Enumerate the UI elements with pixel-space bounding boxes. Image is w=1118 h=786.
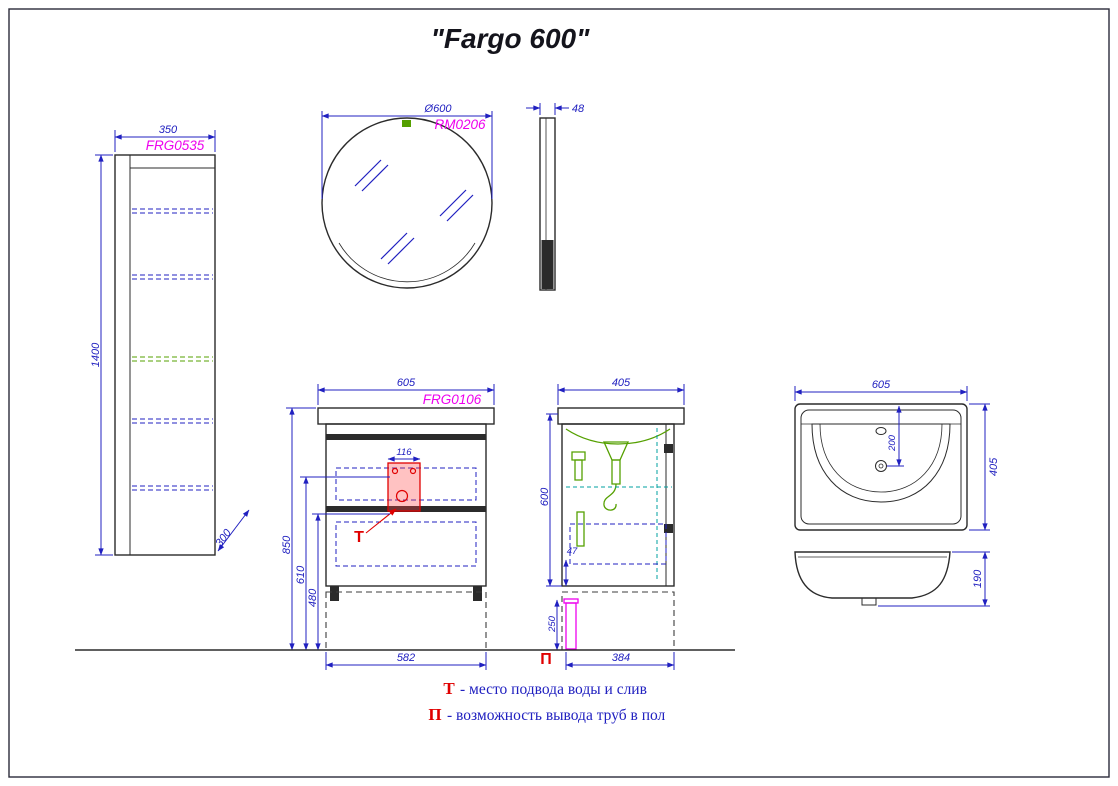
glass-shine-mark (446, 194, 474, 222)
faucet-hole (875, 427, 887, 435)
mirror-outline (321, 117, 493, 289)
mirror-side-view: 48 (526, 103, 585, 291)
mirror-model-label: RM0206 (434, 117, 486, 132)
dim-pipe-height-label: 250 (547, 615, 558, 633)
dim-body-height-label: 600 (539, 487, 551, 506)
mirror-side-backing (541, 240, 554, 289)
leg (473, 586, 482, 601)
supply-valve (574, 459, 583, 481)
vanity-front-view: 116 Т 605 FRG0106 850 610 480 582 (281, 377, 495, 670)
floor-pipe (565, 602, 577, 650)
overflow-hole (875, 460, 887, 472)
glass-shine-mark (387, 237, 415, 265)
dim-width-label: 350 (159, 124, 178, 136)
legend-p-marker: П (428, 705, 441, 724)
sheet-border (8, 8, 1110, 778)
basin-inner-line (819, 423, 943, 493)
dim-width-label: 605 (397, 377, 416, 389)
glass-shine-mark (354, 159, 382, 187)
sink-side-view: 190 (794, 551, 990, 607)
dim-sink-depth-label: 405 (988, 457, 1000, 476)
dim-depth-label: 300 (213, 527, 234, 550)
service-cutout (387, 462, 421, 512)
plinth-clearance (561, 591, 675, 651)
drain-stub (861, 597, 877, 606)
vanity-body (325, 423, 487, 587)
dim-supply-height-label: 610 (295, 565, 307, 584)
siphon-funnel (602, 441, 630, 461)
dim-depth-label: 405 (612, 377, 631, 389)
dim-faucet-offset-label: 200 (887, 434, 898, 452)
drawer-box-hidden (569, 523, 667, 565)
dim-cutout-label: 116 (396, 447, 412, 458)
legend-p-text: - возможность вывода труб в пол (447, 707, 666, 724)
drain-hole (395, 489, 409, 503)
mirror-side-outline (539, 117, 556, 291)
floor-pipe-marker: П (540, 651, 552, 668)
glass-shine-mark (439, 189, 467, 217)
mirror-front-view: Ø600 RM0206 (321, 103, 493, 289)
vanity-side-view: 600 47 250 П 405 384 (539, 377, 685, 670)
page-title: "Fargo 600" (431, 23, 591, 54)
siphon-pipe (611, 459, 621, 485)
dimension-line (217, 509, 250, 552)
supply-riser (576, 511, 585, 547)
sink-top-view: 200 605 405 (794, 379, 1000, 531)
sink-rim (800, 409, 962, 525)
supply-hole (409, 467, 417, 475)
glass-shine-mark (361, 164, 389, 192)
siphon-trap (603, 483, 617, 511)
tall-cabinet-model-label: FRG0535 (146, 138, 205, 153)
countertop-side (557, 407, 685, 425)
legend-t-marker: Т (443, 679, 455, 698)
basin-outline (811, 423, 951, 503)
dim-drain-height-label: 480 (307, 588, 319, 607)
dim-total-height-label: 850 (281, 535, 293, 554)
overflow-hole-center (878, 463, 884, 469)
sink-profile (794, 551, 951, 599)
supply-fitting (571, 451, 586, 461)
hinge (664, 444, 673, 453)
plinth-clearance (325, 591, 487, 651)
dim-thickness-label: 48 (572, 103, 585, 115)
dim-base-depth-label: 384 (612, 652, 630, 664)
dim-diameter-label: Ø600 (424, 103, 453, 115)
supply-hole (391, 467, 399, 475)
drawer-gap (326, 506, 486, 512)
dim-base-width-label: 582 (397, 652, 415, 664)
sink-outline (794, 403, 968, 531)
hinge (664, 524, 673, 533)
glass-shine-mark (380, 232, 408, 260)
legend-t-text: - место подвода воды и слив (460, 681, 647, 698)
mirror-mount-clip (402, 120, 411, 127)
marker-leader-line (365, 508, 397, 534)
water-supply-marker: Т (354, 529, 364, 546)
dim-height-label: 1400 (90, 342, 102, 367)
dim-gap-label: 47 (567, 546, 578, 557)
vanity-body-side (561, 423, 675, 587)
vanity-model-label: FRG0106 (423, 392, 482, 407)
countertop (317, 407, 495, 425)
mirror-frame-arc (338, 242, 476, 283)
tall-cabinet-body (114, 154, 216, 556)
drawer-box-hidden (335, 521, 477, 567)
dim-sink-height-label: 190 (972, 569, 984, 588)
dim-sink-width-label: 605 (872, 379, 891, 391)
tall-cabinet-view: 350 FRG0535 1400 300 (90, 124, 250, 556)
basin-underside-line (565, 428, 671, 445)
leg (330, 586, 339, 601)
drawer-gap (326, 434, 486, 440)
legend: Т - место подвода воды и слив П - возмож… (428, 679, 665, 724)
